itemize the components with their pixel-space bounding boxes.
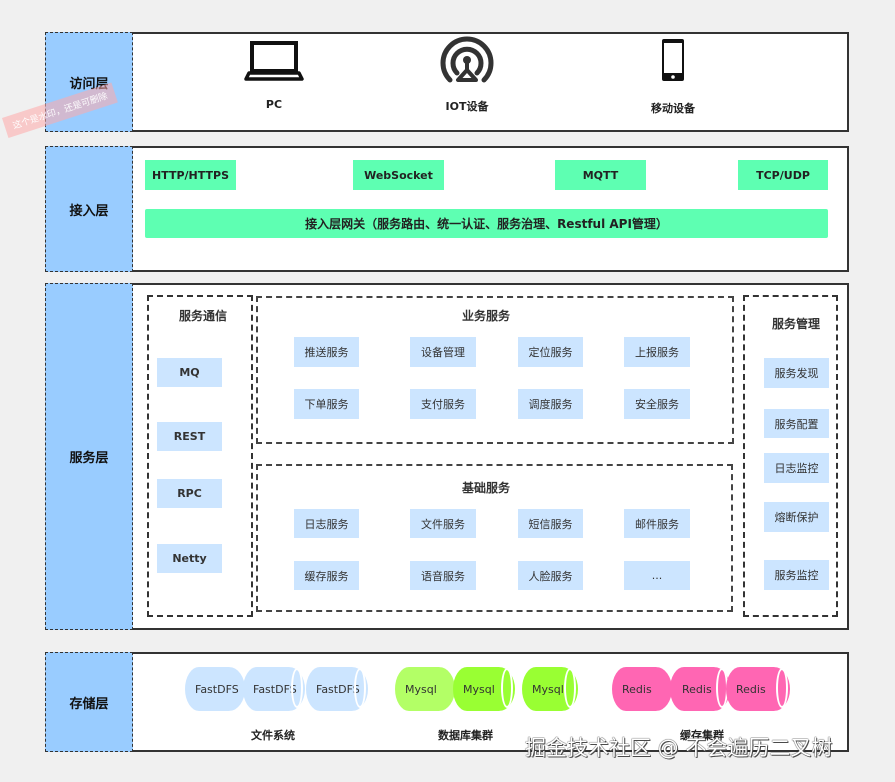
communication-title: 服务通信 [179,309,228,323]
basic-item: 邮件服务 [624,509,690,538]
device-mobile: 移动设备 [613,38,733,116]
basic-item: 语音服务 [410,561,476,590]
basic-item: 日志服务 [294,509,359,538]
storage-group-cache: Redis Redis Redis [612,667,792,711]
business-item: 设备管理 [410,337,476,367]
mobile-phone-icon [662,39,684,81]
node-label: Mysql [405,682,437,696]
device-label: IOT设备 [445,100,489,113]
business-item: 推送服务 [294,337,359,367]
node-label: Redis [682,682,712,696]
storage-node-mysql: Mysql [395,667,457,711]
storage-node-fastdfs: FastDFS [306,667,370,711]
management-item: 熔断保护 [764,502,829,532]
comm-item-netty: Netty [157,544,222,573]
protocol-http: HTTP/HTTPS [145,160,236,190]
protocol-websocket: WebSocket [353,160,444,190]
device-label: 移动设备 [651,102,695,115]
device-label: PC [265,98,283,111]
management-item: 服务监控 [764,560,829,590]
site-watermark: 掘金技术社区 @ 不会遍历二叉树 [525,736,833,760]
ingress-layer-title: 接入层 [69,203,109,219]
comm-item-rpc: RPC [157,479,222,508]
storage-node-mysql: Mysql [522,667,580,711]
storage-node-redis: Redis [670,667,732,711]
node-label: Mysql [463,682,495,696]
business-item: 下单服务 [294,389,359,419]
business-item: 支付服务 [410,389,476,419]
node-label: FastDFS [253,682,297,696]
comm-item-rest: REST [157,422,222,451]
storage-group-database: Mysql Mysql Mysql [395,667,580,711]
management-item: 服务配置 [764,409,829,438]
basic-item: 文件服务 [410,509,476,538]
ingress-layer-label: 接入层 [45,146,133,272]
node-label: FastDFS [195,682,239,696]
iot-signal-icon [440,36,494,83]
device-iot: IOT设备 [407,36,527,114]
node-label: FastDFS [316,682,360,696]
business-item: 安全服务 [624,389,690,419]
management-item: 服务发现 [764,358,829,388]
storage-layer-title: 存储层 [69,696,109,712]
storage-node-fastdfs: FastDFS [185,667,247,711]
protocol-tcp-udp: TCP/UDP [738,160,828,190]
basic-item: 缓存服务 [294,561,359,590]
business-services-box [256,296,734,444]
service-communication-box [147,295,253,617]
node-label: Mysql [532,682,564,696]
service-layer-title: 服务层 [69,451,109,466]
filesystem-caption: 文件系统 [251,729,295,742]
node-label: Redis [736,682,766,696]
business-item: 上报服务 [624,337,690,367]
laptop-icon [244,41,304,81]
storage-node-mysql: Mysql [453,667,517,711]
device-pc: PC [214,40,334,111]
management-item: 日志监控 [764,453,829,483]
management-title: 服务管理 [772,317,821,331]
basic-title: 基础服务 [462,481,511,495]
storage-layer-label: 存储层 [45,652,133,752]
storage-node-redis: Redis [612,667,674,711]
service-layer-label: 服务层 [45,283,133,630]
business-item: 调度服务 [518,389,583,419]
database-caption: 数据库集群 [438,729,493,742]
comm-item-mq: MQ [157,358,222,387]
basic-item: 短信服务 [518,509,583,538]
ingress-gateway: 接入层网关（服务路由、统一认证、服务治理、Restful API管理） [145,209,828,238]
service-management-box [743,295,838,617]
storage-node-fastdfs: FastDFS [243,667,307,711]
node-label: Redis [622,682,652,696]
business-item: 定位服务 [518,337,583,367]
basic-services-box [256,464,733,612]
storage-node-redis: Redis [726,667,792,711]
basic-item: ... [624,561,690,590]
basic-item: 人脸服务 [518,561,583,590]
protocol-mqtt: MQTT [555,160,646,190]
cache-caption: 缓存集群 [680,729,724,742]
business-title: 业务服务 [462,309,511,323]
storage-group-filesystem: FastDFS FastDFS FastDFS [185,667,370,711]
